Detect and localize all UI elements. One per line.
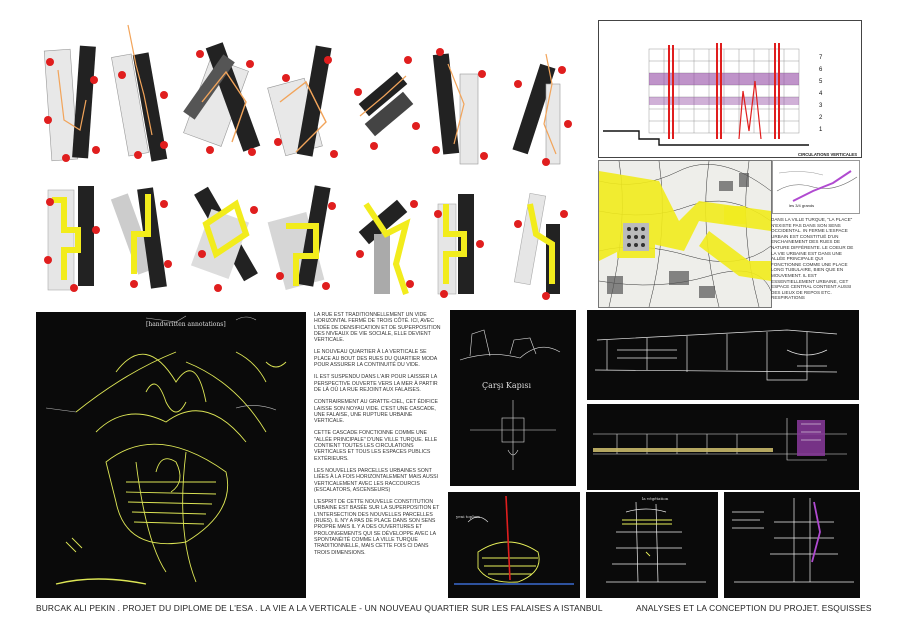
- sketch-carsi-kapisi: Çarşı Kapısı: [450, 310, 576, 486]
- text-paragraph: CETTE CASCADE FONCTIONNE COMME UNE "ALLÉ…: [314, 430, 438, 462]
- big-sketch-panel: [handwritten annotations]: [36, 312, 306, 598]
- plan-diagrams-row-1: [36, 20, 596, 170]
- sketch-scribbles: [55, 351, 287, 585]
- yellow-diagram-2: [110, 187, 172, 289]
- sketch-tower-3-svg: [732, 498, 854, 583]
- ground-profile: [603, 130, 809, 146]
- yellow-diagram-5: [356, 199, 418, 295]
- text-paragraph: L'ESPRIT DE CETTE NOUVELLE CONSTITUTION …: [314, 499, 440, 556]
- plan-diagram-1: [43, 45, 100, 162]
- sketch-tower-2: la végétation: [586, 492, 718, 598]
- plan-diagram-7: [512, 53, 572, 166]
- map-inset-svg: les 3/4 grands: [776, 170, 858, 208]
- plan-diagram-3: [183, 42, 261, 156]
- sketch-purple-volume: [797, 420, 825, 456]
- vegetation-note: la végétation: [642, 496, 669, 501]
- text-paragraph: LE NOUVEAU QUARTIER À LA VERTICALE SE PL…: [314, 349, 437, 369]
- plan-diagram-6: [432, 48, 488, 165]
- map-note: les 3/4 grands: [789, 203, 814, 208]
- purple-floor-band: [649, 73, 799, 85]
- floor-number: 3: [819, 103, 823, 109]
- floor-number: 5: [819, 79, 823, 85]
- floor-numbers: 7 6 5 4 3 2 1: [819, 55, 823, 133]
- plan-diagram-5: [354, 56, 420, 150]
- floor-number: 2: [819, 115, 823, 121]
- sketch-section-purple: [587, 404, 859, 490]
- map-inset: les 3/4 grands: [772, 160, 860, 214]
- plan-diagrams-row-1-svg: [43, 24, 572, 166]
- sketch-section-top-svg: [594, 329, 838, 381]
- section-grid-panel: 7 6 5 4 3 2 1: [598, 20, 862, 158]
- project-text-column: LA RUE EST TRADITIONNELLEMENT UN VIDE HO…: [314, 312, 442, 562]
- sketch-tower-3: [724, 492, 860, 598]
- plan-diagram-2: [111, 24, 168, 162]
- sketch-ground-strip: [593, 448, 773, 452]
- floor-number: 6: [819, 67, 823, 73]
- carsi-kapisi-label: Çarşı Kapısı: [482, 381, 531, 390]
- sketch-tower-2-svg: la végétation: [606, 496, 706, 583]
- sketch-section-top: [587, 310, 859, 400]
- yellow-diagram-3: [190, 186, 258, 292]
- plan-diagram-4: [267, 45, 338, 158]
- plan-diagrams-row-2-svg: [44, 185, 568, 300]
- sketch-tower-1: yeni toplum: [448, 492, 580, 598]
- sketch-tower-1-svg: yeni toplum: [454, 495, 574, 585]
- side-text: DANS LA VILLE TURQUE, "LA PLACE" N'EXIST…: [771, 217, 854, 301]
- text-paragraph: IL EST SUSPENDU DANS L'AIR POUR LAISSER …: [314, 374, 438, 393]
- red-circulation-lines: [668, 43, 780, 140]
- sketch-section-purple-svg: [593, 418, 847, 461]
- mosque-grid: [623, 223, 649, 251]
- yellow-diagram-7: [513, 192, 568, 300]
- section-caption: CIRCULATIONS VERTICALES: [798, 152, 858, 157]
- text-paragraph: LA RUE EST TRADITIONNELLEMENT UN VIDE HO…: [314, 312, 441, 344]
- map-blocks: [607, 173, 749, 298]
- plan-diagrams-row-2: [36, 170, 596, 300]
- big-sketch-svg: [handwritten annotations]: [45, 315, 287, 585]
- purple-floor-band-2: [649, 97, 799, 105]
- sketch-marks-white: [45, 315, 277, 413]
- text-paragraph: CONTRAIREMENT AU GRATTE-CIEL, CET ÉDIFIC…: [314, 399, 438, 425]
- tower-note: yeni toplum: [455, 514, 480, 519]
- section-grid-svg: 7 6 5 4 3 2 1: [603, 43, 823, 146]
- floor-number: 1: [819, 127, 823, 133]
- floor-number: 4: [819, 91, 823, 97]
- footer-project-title: BURCAK ALI PEKIN . PROJET DU DIPLOME DE …: [36, 603, 603, 613]
- yellow-diagram-1: [44, 186, 100, 292]
- section-grid: [648, 48, 800, 134]
- text-paragraph: LES NOUVELLES PARCELLES URBAINES SONT LI…: [314, 467, 439, 493]
- urban-map-panel: [598, 160, 772, 308]
- sketch-carsi-svg: Çarşı Kapısı: [459, 329, 561, 470]
- big-sketch-annotation: [handwritten annotations]: [146, 321, 226, 328]
- yellow-diagram-4: [267, 185, 336, 290]
- floor-number: 7: [819, 55, 823, 61]
- footer-section-title: ANALYSES ET LA CONCEPTION DU PROJET. ESQ…: [636, 603, 872, 613]
- yellow-diagram-6: [434, 194, 484, 298]
- urban-map-svg: [599, 161, 771, 307]
